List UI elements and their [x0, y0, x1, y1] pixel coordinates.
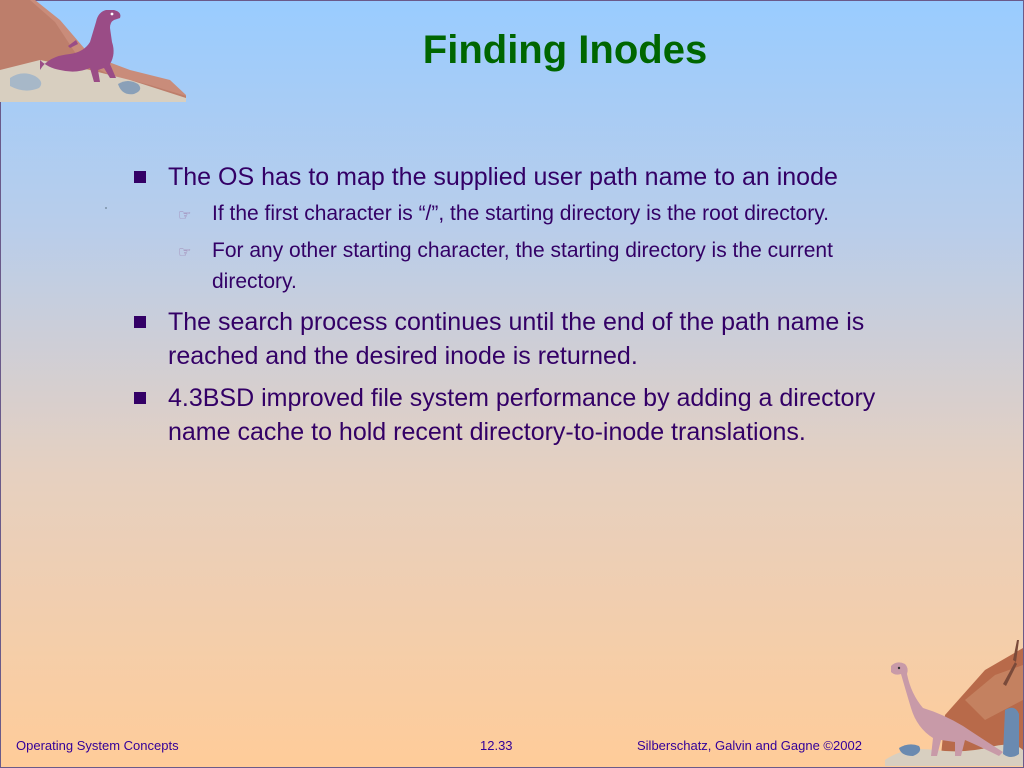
bullet-item: The search process continues until the e…: [126, 305, 896, 373]
footer-course-title: Operating System Concepts: [16, 738, 179, 753]
sub-bullet-text: If the first character is “/”, the start…: [212, 202, 829, 225]
sub-bullet-list: ☞ If the first character is “/”, the sta…: [168, 198, 896, 297]
sub-bullet-item: ☞ If the first character is “/”, the sta…: [126, 198, 896, 229]
dinosaur-on-cliff-icon: [885, 640, 1023, 766]
bullet-item: The OS has to map the supplied user path…: [126, 160, 896, 297]
bullet-list: The OS has to map the supplied user path…: [126, 160, 896, 457]
footer-copyright: Silberschatz, Galvin and Gagne ©2002: [637, 738, 862, 753]
sub-bullet-text: For any other starting character, the st…: [212, 239, 833, 293]
dinosaur-on-rock-icon: [0, 0, 186, 102]
square-bullet-icon: [134, 171, 146, 183]
pointing-hand-icon: ☞: [178, 207, 192, 224]
sub-bullet-item: ☞ For any other starting character, the …: [126, 235, 896, 297]
slide-title: Finding Inodes: [422, 28, 708, 72]
bullet-text: 4.3BSD improved file system performance …: [168, 384, 876, 446]
bullet-text: The search process continues until the e…: [168, 308, 865, 370]
bullet-text: The OS has to map the supplied user path…: [168, 163, 838, 191]
square-bullet-icon: [134, 316, 146, 328]
bullet-item: 4.3BSD improved file system performance …: [126, 381, 896, 449]
stray-mark: [105, 207, 107, 209]
pointing-hand-icon: ☞: [178, 244, 192, 261]
footer-slide-number: 12.33: [480, 738, 513, 753]
square-bullet-icon: [134, 392, 146, 404]
